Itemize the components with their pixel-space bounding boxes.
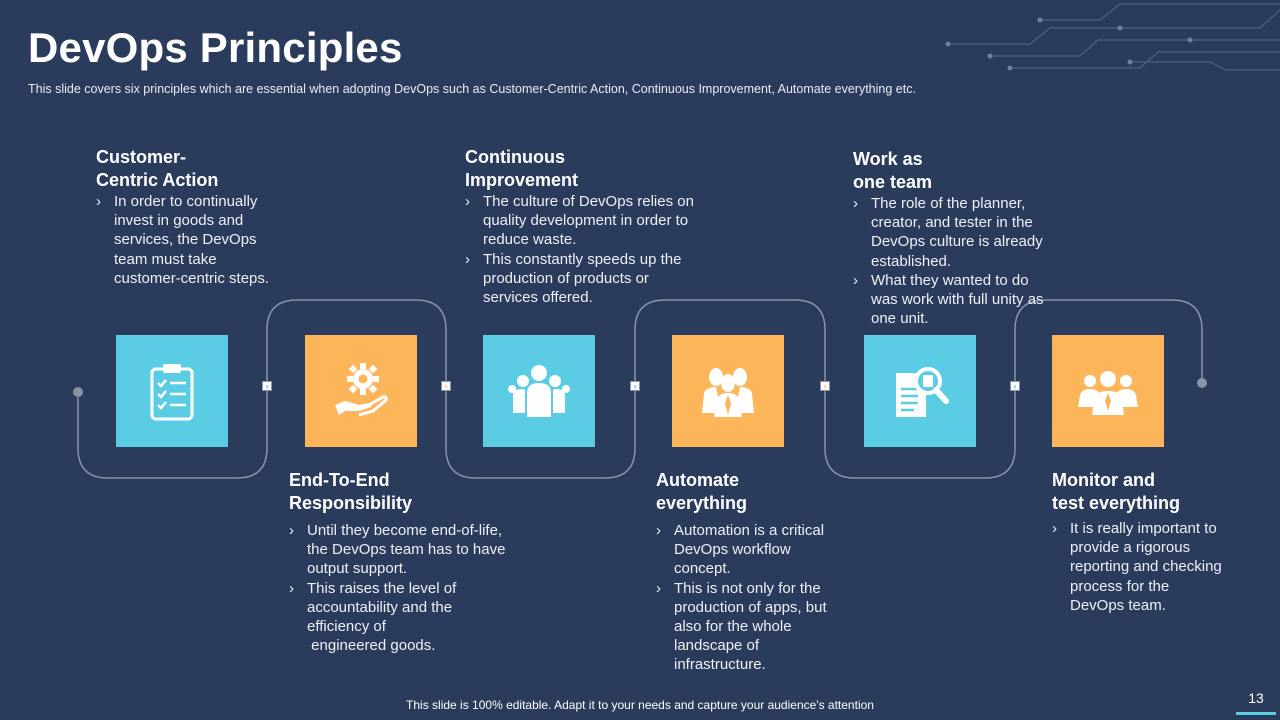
bullet-item: What they wanted to do was work with ful…: [853, 271, 1083, 329]
bullet-item: It is really important to provide a rigo…: [1052, 519, 1262, 615]
page-number-underline: [1236, 712, 1276, 715]
principle-customer-centric: Customer- Centric Action In order to con…: [96, 146, 296, 288]
one-team-tile: [864, 335, 976, 447]
bullet-item: The role of the planner, creator, and te…: [853, 194, 1083, 271]
monitor-test-tile: [1052, 335, 1164, 447]
bullet-item: This constantly speeds up the production…: [465, 250, 725, 308]
bullet-item: Automation is a critical DevOps workflow…: [656, 521, 856, 579]
slide-title: DevOps Principles: [28, 24, 403, 71]
principle-one-team: Work as one team The role of the planner…: [853, 148, 1083, 328]
gear-hand-icon: [335, 363, 388, 417]
customer-centric-tile: [116, 335, 228, 447]
team-suits-icon: [702, 368, 754, 417]
principle-title: End-To-End Responsibility: [289, 470, 413, 513]
automate-tile: [672, 335, 784, 447]
clipboard-checklist-icon: [150, 364, 194, 421]
principle-bullets: In order to continually invest in goods …: [96, 192, 296, 288]
flow-arrow: ›: [1010, 381, 1020, 391]
principle-title: Automate everything: [656, 470, 748, 513]
principle-title: Monitor and test everything: [1052, 470, 1181, 513]
principle-automate: Automate everything Automation is a crit…: [656, 469, 856, 675]
page-number: 13: [1248, 690, 1264, 706]
principle-bullets: Automation is a critical DevOps workflow…: [656, 521, 856, 675]
principle-monitor-test: Monitor and test everything It is really…: [1052, 469, 1262, 615]
bullet-item: In order to continually invest in goods …: [96, 192, 296, 288]
document-search-icon: [896, 367, 949, 417]
flow-arrow: ›: [630, 381, 640, 391]
business-team-icon: [1078, 371, 1138, 415]
principle-bullets: The culture of DevOps relies on quality …: [465, 192, 725, 307]
principle-bullets: The role of the planner, creator, and te…: [853, 194, 1083, 328]
bullet-item: This is not only for the production of a…: [656, 579, 856, 675]
principle-end-to-end: End-To-End Responsibility Until they bec…: [289, 469, 539, 655]
principle-bullets: It is really important to provide a rigo…: [1052, 519, 1262, 615]
principle-continuous-improvement: Continuous Improvement The culture of De…: [465, 146, 725, 307]
team-group-icon: [508, 365, 570, 417]
bullet-item: This raises the level of accountability …: [289, 579, 539, 656]
flow-arrow: ›: [820, 381, 830, 391]
principle-title: Continuous Improvement: [465, 147, 579, 190]
bullet-item: Until they become end-of-life, the DevOp…: [289, 521, 539, 579]
bullet-item: The culture of DevOps relies on quality …: [465, 192, 725, 250]
slide-subtitle: This slide covers six principles which a…: [28, 82, 916, 96]
principle-title: Work as one team: [853, 149, 933, 192]
slide-footer: This slide is 100% editable. Adapt it to…: [406, 698, 874, 712]
flow-arrow: ›: [441, 381, 451, 391]
path-end-dot: [1197, 378, 1207, 388]
circuit-decoration: [945, 3, 1280, 71]
end-to-end-tile: [305, 335, 417, 447]
principle-bullets: Until they become end-of-life, the DevOp…: [289, 521, 539, 655]
continuous-improvement-tile: [483, 335, 595, 447]
path-start-dot: [73, 387, 83, 397]
principle-title: Customer- Centric Action: [96, 147, 219, 190]
flow-arrow: ›: [262, 381, 272, 391]
